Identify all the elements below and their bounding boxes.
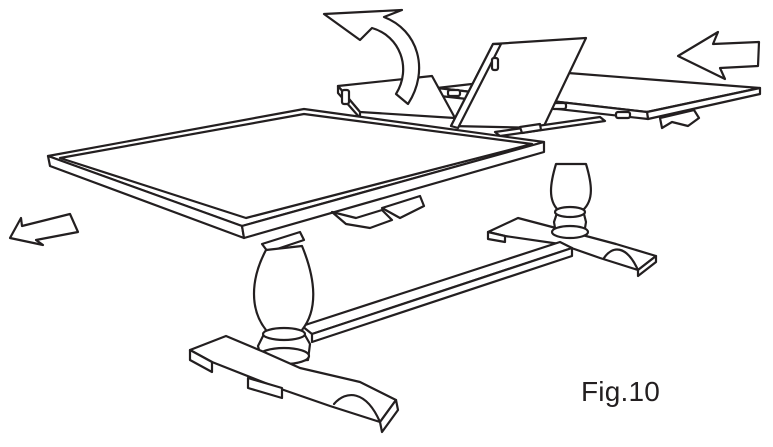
folding-leaf-right [449,36,588,130]
figure-label: Fig.10 [581,376,661,407]
arrow-left-icon [8,212,80,247]
right-pedestal [549,162,592,240]
stretcher [300,240,574,344]
curved-arrow-icon [322,8,421,106]
arrow-right-icon [676,30,761,81]
main-table-top [46,107,546,240]
right-trestle-foot [486,216,658,278]
left-pedestal [252,244,315,366]
left-trestle-foot [188,334,400,434]
